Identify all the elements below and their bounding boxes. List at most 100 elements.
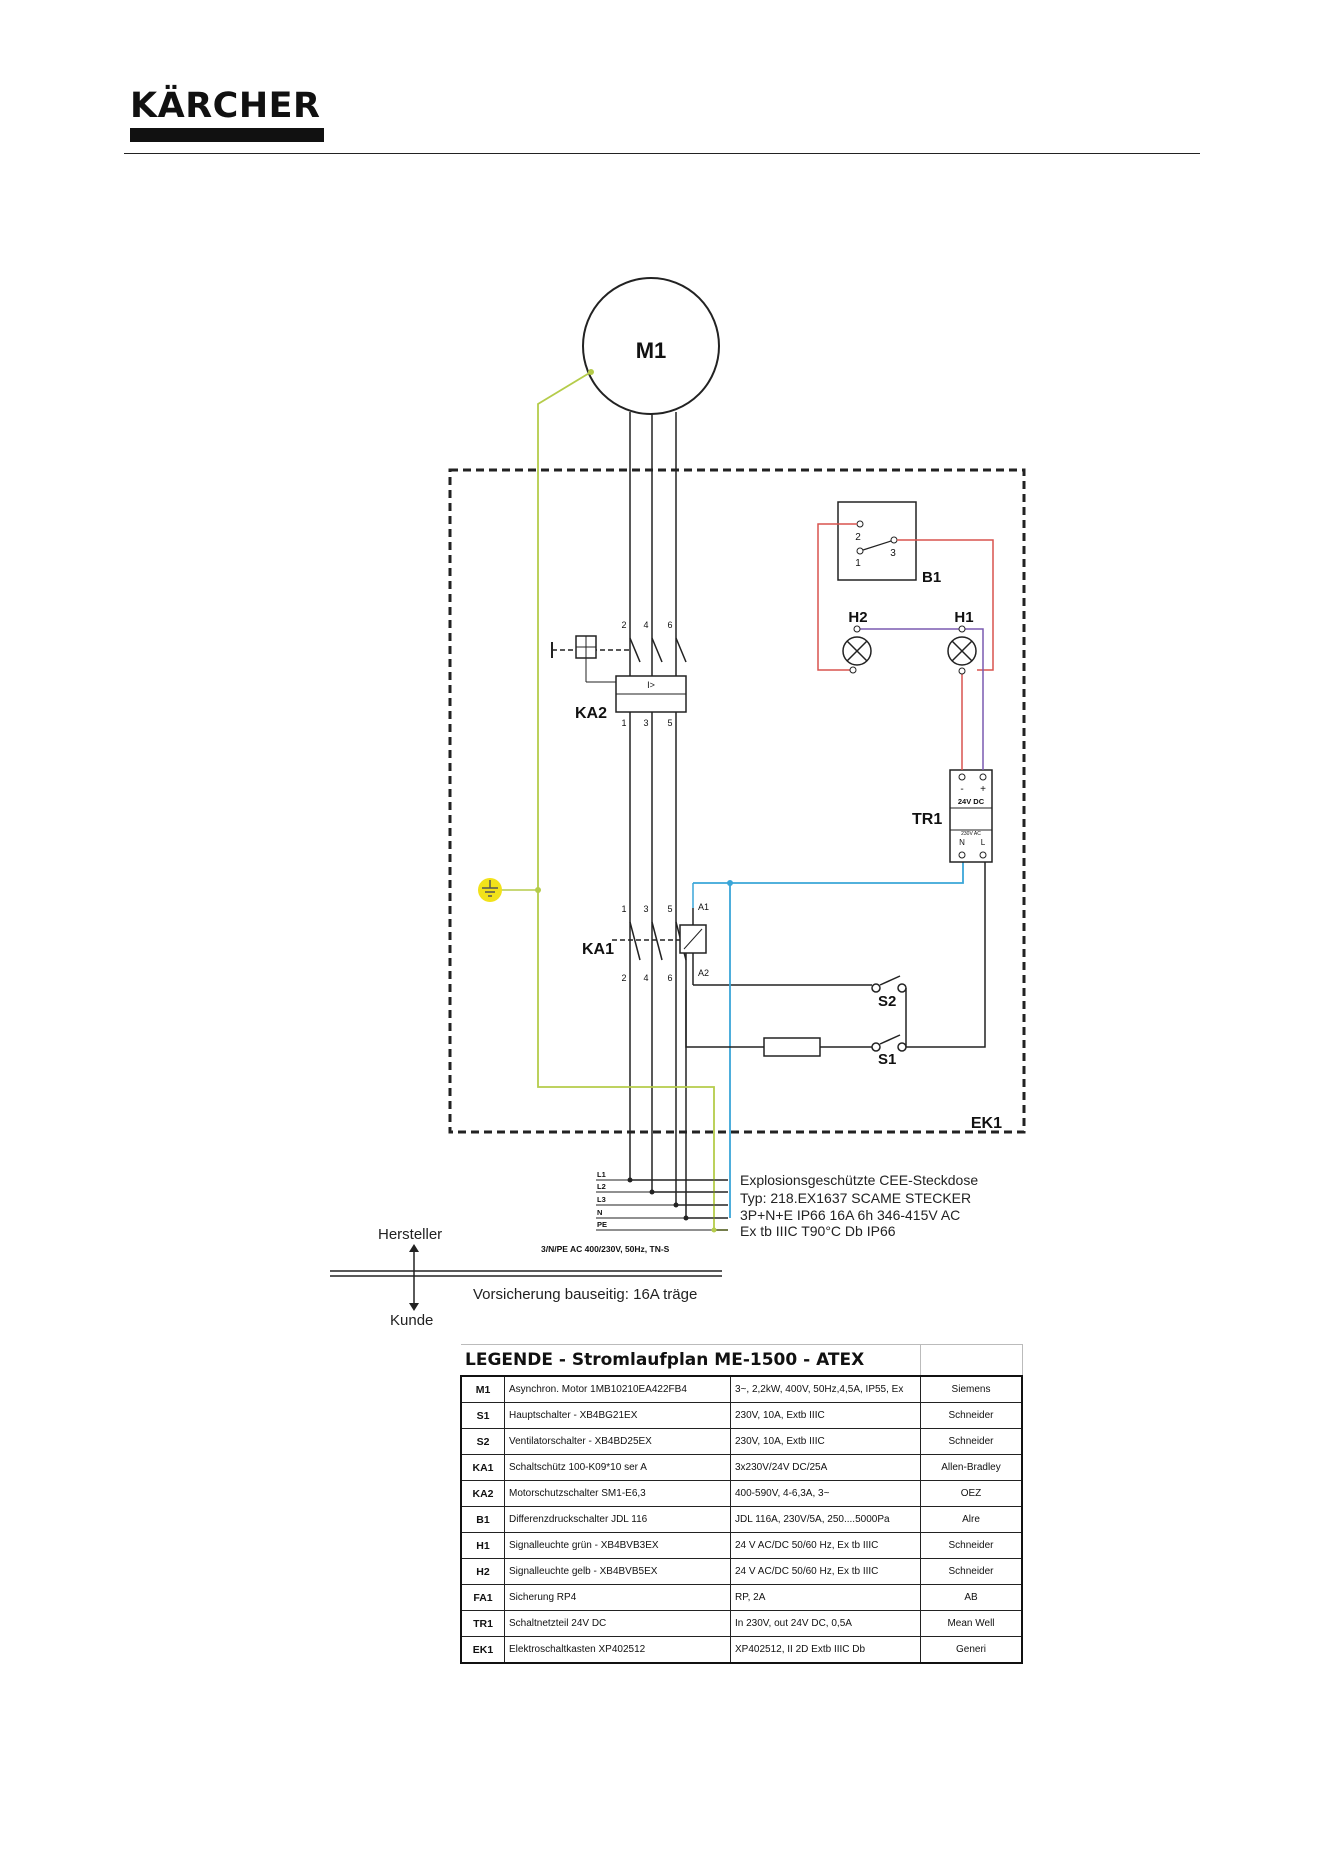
supply-line-pe: PE bbox=[597, 1220, 607, 1229]
supply-line-l1: L1 bbox=[597, 1170, 606, 1179]
legend-description: Ventilatorschalter - XB4BD25EX bbox=[504, 1428, 731, 1455]
brand-logo-bar bbox=[130, 128, 324, 142]
tr1-n: N bbox=[959, 838, 965, 847]
legend-specs: JDL 116A, 230V/5A, 250....5000Pa bbox=[730, 1506, 921, 1533]
b1-pressure-switch: 2 1 3 B1 bbox=[837, 501, 941, 586]
s2-label: S2 bbox=[878, 993, 896, 1010]
red-wire-b1-h2 bbox=[817, 523, 857, 671]
socket-info-line-1: Explosionsgeschützte CEE-Steckdose bbox=[740, 1172, 978, 1188]
ka2-terminal-top-2: 4 bbox=[643, 620, 648, 630]
motor-m1: M1 bbox=[582, 277, 720, 415]
legend-manufacturer: Schneider bbox=[920, 1402, 1023, 1429]
boundary-arrow bbox=[409, 1244, 419, 1311]
ka1-coil-a2: A2 bbox=[698, 968, 709, 978]
legend-manufacturer: Mean Well bbox=[920, 1610, 1023, 1637]
legend-manufacturer: AB bbox=[920, 1584, 1023, 1611]
red-wire-b1-h1 bbox=[897, 539, 994, 671]
tr1-power-supply: - + 24V DC 230V AC N L TR1 bbox=[912, 769, 993, 863]
legend-manufacturer: Schneider bbox=[920, 1428, 1023, 1455]
b1-contact-1: 1 bbox=[855, 558, 861, 569]
ka1-terminal-top-2: 3 bbox=[643, 904, 648, 914]
legend-manufacturer: Generi bbox=[920, 1636, 1023, 1664]
legend-specs: RP, 2A bbox=[730, 1584, 921, 1611]
legend-specs: XP402512, II 2D Extb IIIC Db bbox=[730, 1636, 921, 1664]
h2-label: H2 bbox=[848, 609, 867, 626]
legend-table: LEGENDE - Stromlaufplan ME-1500 - ATEX M… bbox=[460, 1344, 1023, 1664]
legend-specs: 24 V AC/DC 50/60 Hz, Ex tb IIIC bbox=[730, 1558, 921, 1585]
tr1-ac: 230V AC bbox=[961, 831, 981, 837]
tr1-label: TR1 bbox=[912, 811, 942, 828]
supply-line-n: N bbox=[597, 1208, 602, 1217]
ka1-terminal-top-3: 5 bbox=[667, 904, 672, 914]
b1-contact-2: 2 bbox=[855, 532, 861, 543]
legend-specs: 3~, 2,2kW, 400V, 50Hz,4,5A, IP55, Ex bbox=[730, 1375, 921, 1403]
control-junction bbox=[727, 880, 733, 886]
legend-code: KA1 bbox=[460, 1454, 505, 1481]
legend-specs: 3x230V/24V DC/25A bbox=[730, 1454, 921, 1481]
ka2-motor-protection: I> 2 4 6 1 3 5 KA2 bbox=[551, 620, 687, 728]
legend-description: Sicherung RP4 bbox=[504, 1584, 731, 1611]
legend-code: KA2 bbox=[460, 1480, 505, 1507]
motor-label: M1 bbox=[636, 338, 667, 363]
s1-tr1-link bbox=[906, 860, 986, 1048]
legend-code: FA1 bbox=[460, 1584, 505, 1611]
legend-manufacturer: OEZ bbox=[920, 1480, 1023, 1507]
legend-manufacturer: Schneider bbox=[920, 1558, 1023, 1585]
purple-wire-h1-tr1 bbox=[962, 628, 984, 770]
legend-specs: 400-590V, 4-6,3A, 3~ bbox=[730, 1480, 921, 1507]
header-rule bbox=[124, 153, 1200, 154]
legend-code: H1 bbox=[460, 1532, 505, 1559]
switch-s2: S2 bbox=[871, 975, 907, 1010]
legend-description: Signalleuchte gelb - XB4BVB5EX bbox=[504, 1558, 731, 1585]
legend-description: Elektroschaltkasten XP402512 bbox=[504, 1636, 731, 1664]
socket-info-line-3: 3P+N+E IP66 16A 6h 346-415V AC bbox=[740, 1207, 960, 1223]
ka2-terminal-top-3: 6 bbox=[667, 620, 672, 630]
b1-label: B1 bbox=[922, 569, 941, 586]
h2-signal-lamp: H2 bbox=[842, 609, 872, 674]
supply-line-l3: L3 bbox=[597, 1195, 606, 1204]
h1-signal-lamp: H1 bbox=[947, 609, 977, 675]
enclosure-ek1 bbox=[448, 468, 1026, 1134]
legend-code: S2 bbox=[460, 1428, 505, 1455]
brand-logo: KÄRCHER bbox=[130, 88, 325, 142]
socket-info-line-4: Ex tb IIIC T90°C Db IP66 bbox=[740, 1223, 896, 1239]
tr1-dc: 24V DC bbox=[958, 797, 985, 806]
legend-description: Asynchron. Motor 1MB10210EA422FB4 bbox=[504, 1375, 731, 1403]
supply-spec: 3/N/PE AC 400/230V, 50Hz, TN-S bbox=[541, 1244, 670, 1254]
legend-header-blank bbox=[920, 1344, 1023, 1377]
legend-manufacturer: Allen-Bradley bbox=[920, 1454, 1023, 1481]
s1-label: S1 bbox=[878, 1051, 896, 1068]
legend-code: S1 bbox=[460, 1402, 505, 1429]
ka1-terminal-bottom-3: 6 bbox=[667, 973, 672, 983]
ka1-label: KA1 bbox=[582, 941, 614, 958]
kunde-label: Kunde bbox=[390, 1312, 433, 1329]
legend-description: Hauptschalter - XB4BG21EX bbox=[504, 1402, 731, 1429]
legend-description: Schaltschütz 100-K09*10 ser A bbox=[504, 1454, 731, 1481]
tr1-plus: + bbox=[980, 784, 986, 795]
ka1-terminal-top-1: 1 bbox=[621, 904, 626, 914]
legend-code: EK1 bbox=[460, 1636, 505, 1664]
ka1-coil-a1: A1 bbox=[698, 902, 709, 912]
legend-description: Signalleuchte grün - XB4BVB3EX bbox=[504, 1532, 731, 1559]
wiring-diagram: M1 EK1 I> 2 bbox=[330, 277, 1026, 1329]
legend-code: TR1 bbox=[460, 1610, 505, 1637]
legend-code: M1 bbox=[460, 1375, 505, 1403]
earth-junction-motor bbox=[588, 369, 594, 375]
enclosure-label: EK1 bbox=[971, 1115, 1002, 1132]
supply-lines: L1 L2 L3 N PE 3/N/PE AC 400/230V, 50Hz, … bbox=[541, 1170, 728, 1254]
brand-logo-text: KÄRCHER bbox=[130, 86, 321, 126]
fuse-note: Vorsicherung bauseitig: 16A träge bbox=[473, 1286, 697, 1303]
tr1-minus: - bbox=[960, 784, 963, 795]
legend-specs: 230V, 10A, Extb IIIC bbox=[730, 1402, 921, 1429]
legend-code: H2 bbox=[460, 1558, 505, 1585]
